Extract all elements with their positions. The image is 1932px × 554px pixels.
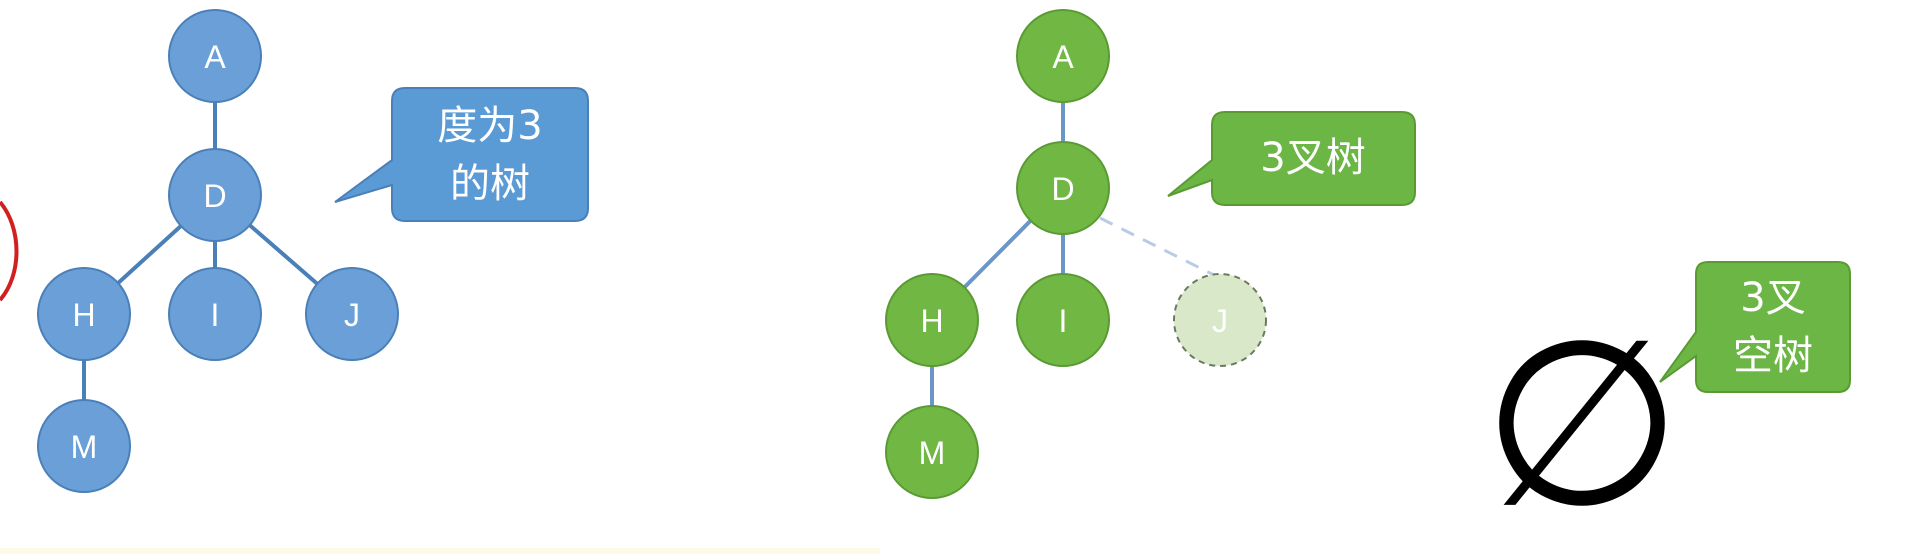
callout-line-1: 3叉	[1740, 275, 1805, 321]
bottom-highlight-strip	[0, 548, 880, 554]
node-circle	[168, 267, 262, 361]
node-label: A	[1052, 39, 1074, 75]
node-circle	[168, 9, 262, 103]
callout-line-2: 空树	[1733, 333, 1813, 379]
node-circle	[37, 399, 131, 493]
node-label: D	[1051, 171, 1074, 207]
tree-node-d: D	[1016, 141, 1110, 235]
node-label: M	[919, 435, 946, 471]
callout-degree-three-tree: 度为3 的树	[334, 87, 589, 222]
tree-green-edges	[930, 56, 1065, 452]
node-circle	[1016, 141, 1110, 235]
node-label: I	[1059, 303, 1068, 339]
node-circle	[885, 273, 979, 367]
tree-ternary: A D H I J M 3叉树	[885, 9, 1416, 499]
node-label: M	[71, 429, 98, 465]
node-label: I	[211, 297, 220, 333]
tree-node-a: A	[1016, 9, 1110, 103]
node-circle	[1016, 273, 1110, 367]
edge-d-j-missing	[1099, 216, 1221, 280]
node-label: D	[203, 178, 226, 214]
node-label: A	[204, 39, 226, 75]
tree-node-m: M	[885, 405, 979, 499]
tree-blue-edges	[82, 56, 354, 446]
node-label: J	[344, 297, 360, 333]
node-circle	[885, 405, 979, 499]
tree-node-h: H	[885, 273, 979, 367]
callout-empty-tree: 3叉 空树	[1659, 261, 1851, 393]
tree-node-i: I	[168, 267, 262, 361]
callout-line-2: 的树	[450, 161, 530, 207]
tree-node-a: A	[168, 9, 262, 103]
callout-label: 3叉树	[1260, 135, 1365, 181]
tree-degree-three: A D H I J M 度为3 的树	[37, 9, 589, 493]
callout-bubble	[1167, 111, 1416, 206]
node-circle	[168, 148, 262, 242]
node-circle	[37, 267, 131, 361]
node-circle	[1016, 9, 1110, 103]
tree-node-j: J	[305, 267, 399, 361]
empty-set-symbol: ∅	[1482, 292, 1682, 554]
tree-node-i: I	[1016, 273, 1110, 367]
callout-line-1: 度为3	[437, 103, 542, 149]
tree-node-m: M	[37, 399, 131, 493]
callout-ternary-tree: 3叉树	[1167, 111, 1416, 206]
node-circle	[305, 267, 399, 361]
node-label: J	[1212, 303, 1228, 339]
tree-node-d: D	[168, 148, 262, 242]
callout-bubble	[334, 87, 589, 222]
node-circle	[1173, 273, 1267, 367]
node-label: H	[72, 297, 95, 333]
callout-bubble	[1659, 261, 1851, 393]
empty-ternary-tree: ∅ 3叉 空树	[1482, 261, 1851, 554]
red-annotation-arc	[0, 200, 19, 302]
node-label: H	[920, 303, 943, 339]
tree-node-j-missing: J	[1173, 273, 1267, 367]
tree-node-h: H	[37, 267, 131, 361]
